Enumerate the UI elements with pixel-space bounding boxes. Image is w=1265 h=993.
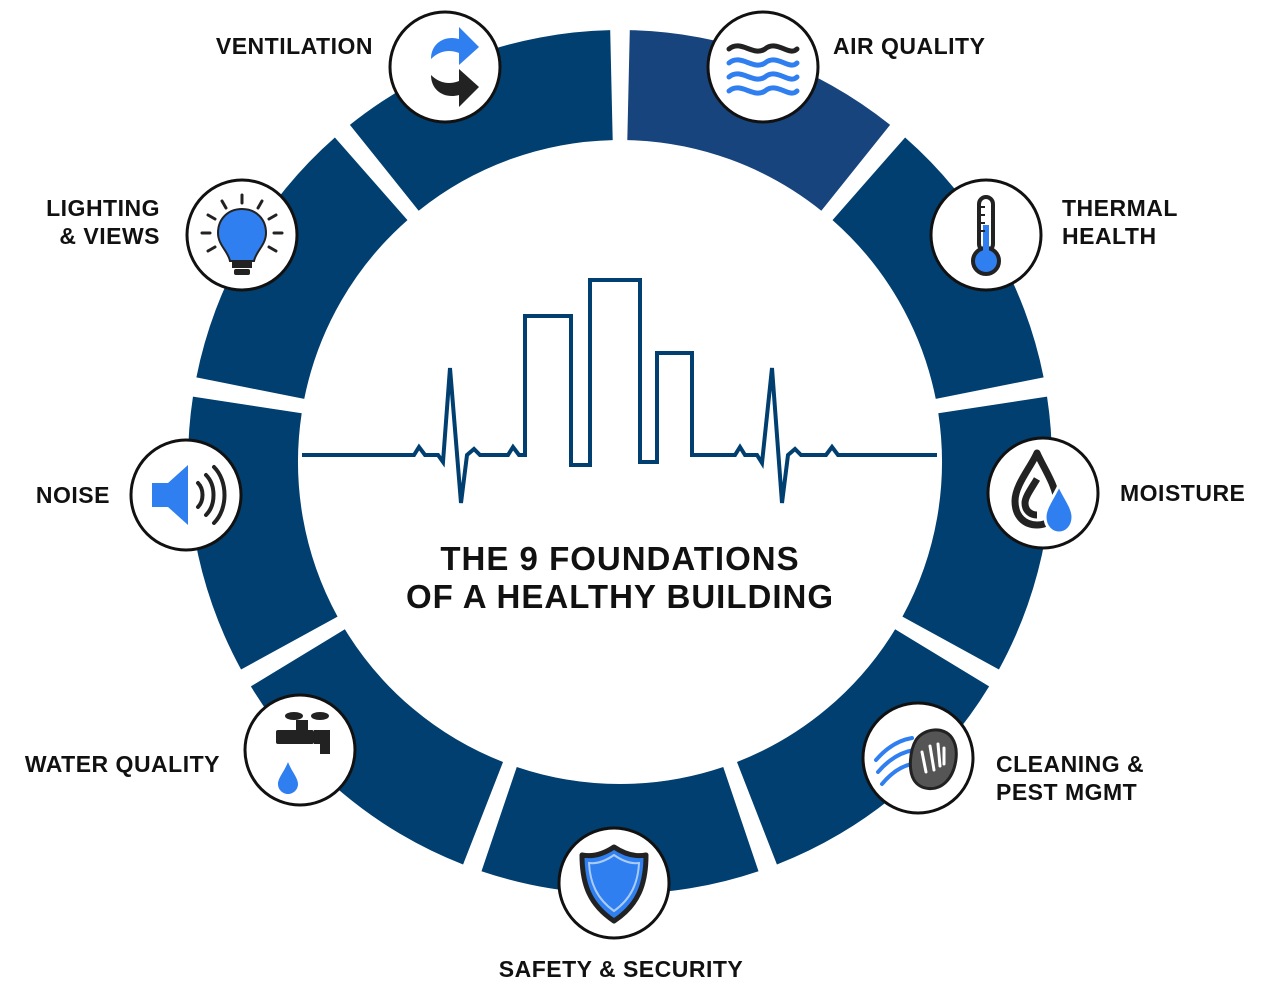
thermometer-icon <box>929 178 1043 292</box>
label-line: & VIEWS <box>59 223 160 249</box>
lightbulb-icon <box>185 178 299 292</box>
label-line: MOISTURE <box>1120 480 1246 506</box>
label-line: LIGHTING <box>46 195 160 221</box>
title-line-2: OF A HEALTHY BUILDING <box>406 578 834 615</box>
ventilation-arrows-icon <box>388 10 502 124</box>
label-line: WATER QUALITY <box>24 751 220 777</box>
faucet-icon <box>243 693 357 807</box>
ring-segment-ventilation <box>349 30 613 211</box>
label-safety: SAFETY & SECURITY <box>496 955 746 983</box>
ring-segment-lighting <box>196 137 408 399</box>
label-water-quality: WATER QUALITY <box>25 750 220 778</box>
label-air-quality: AIR QUALITY <box>833 32 985 60</box>
label-line: THERMAL <box>1062 195 1178 221</box>
label-line: NOISE <box>35 482 110 508</box>
label-line: AIR QUALITY <box>833 33 986 59</box>
waves-icon <box>706 10 820 124</box>
label-lighting: LIGHTING& VIEWS <box>46 194 160 250</box>
shield-icon <box>557 826 671 940</box>
ring-segment-water-quality <box>250 629 504 865</box>
label-line: VENTILATION <box>215 33 373 59</box>
speaker-icon <box>129 438 243 552</box>
label-cleaning: CLEANING &PEST MGMT <box>996 750 1144 806</box>
wiping-hand-icon <box>861 701 975 815</box>
title-line-1: THE 9 FOUNDATIONS <box>440 540 800 577</box>
label-moisture: MOISTURE <box>1120 479 1245 507</box>
label-line: HEALTH <box>1062 223 1157 249</box>
label-line: SAFETY & SECURITY <box>498 956 744 982</box>
diagram-title: THE 9 FOUNDATIONS OF A HEALTHY BUILDING <box>320 540 920 616</box>
water-drops-icon <box>986 436 1100 550</box>
label-line: CLEANING & <box>996 751 1145 777</box>
skyline-heartbeat-icon <box>302 278 937 504</box>
label-line: PEST MGMT <box>996 779 1138 805</box>
label-ventilation: VENTILATION <box>216 32 373 60</box>
ring-segment-thermal-health <box>832 137 1044 399</box>
label-noise: NOISE <box>36 481 110 509</box>
